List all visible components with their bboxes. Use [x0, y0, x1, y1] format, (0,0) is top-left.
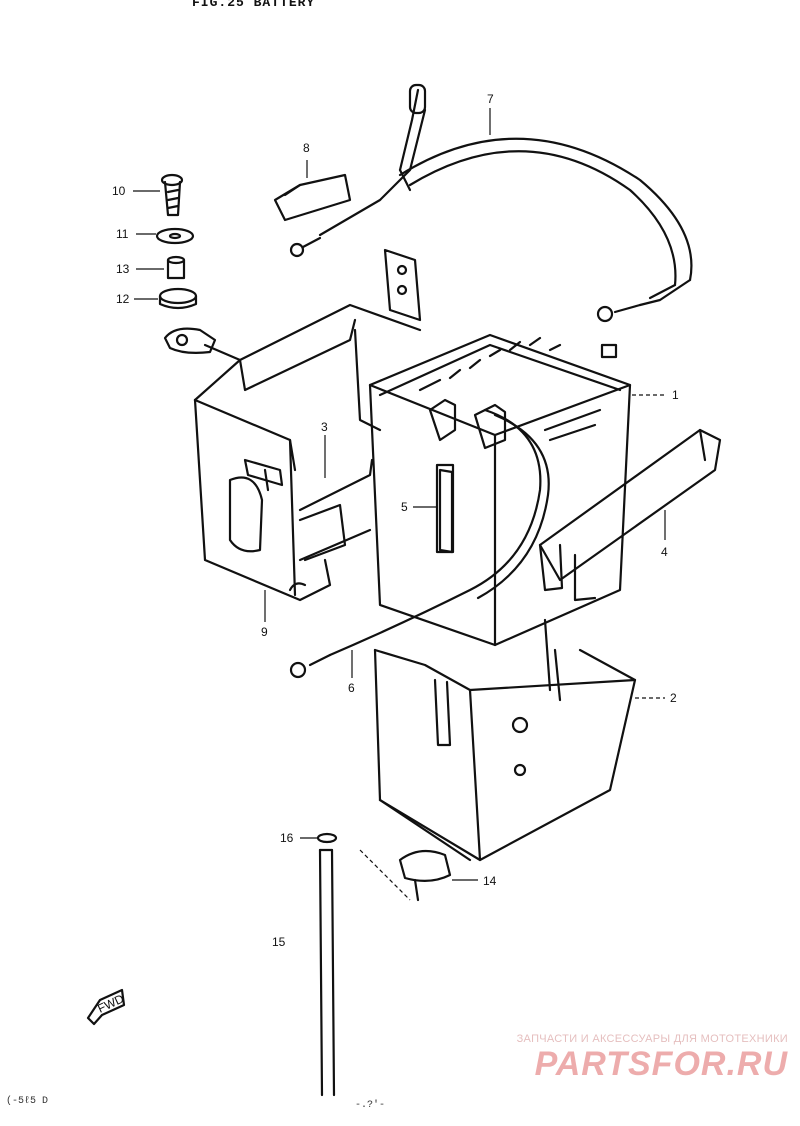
tube-short [435, 463, 455, 554]
bottom-cushion [398, 849, 452, 902]
callout-10: 10 [112, 184, 126, 198]
callout-1: 1 [672, 388, 679, 402]
callout-7: 7 [487, 92, 494, 106]
callout-9: 9 [261, 625, 268, 639]
callout-11: 11 [116, 227, 129, 241]
callout-3: 3 [321, 420, 328, 434]
bolt [160, 173, 184, 217]
callout-4: 4 [661, 545, 668, 559]
positive-lead [289, 83, 693, 323]
watermark: ЗАПЧАСТИ И АКСЕССУАРЫ ДЛЯ МОТОТЕХНИКИ PA… [517, 1033, 788, 1083]
breather-hose [318, 848, 336, 1097]
footer-page-mark: -.?'- [355, 1100, 386, 1111]
callout-12: 12 [116, 292, 130, 306]
terminal-cover [273, 173, 352, 222]
battery-tray [373, 618, 637, 862]
forward-arrow-icon [86, 988, 126, 1026]
callout-14: 14 [483, 874, 497, 888]
washer [155, 227, 195, 245]
watermark-brand: PARTSFOR.RU [534, 1045, 788, 1083]
negative-lead [289, 408, 550, 679]
footer-code: (-5ℓ5 D [6, 1096, 49, 1107]
callout-13: 13 [116, 262, 130, 276]
cushion [158, 287, 198, 310]
leader-14b [359, 849, 411, 901]
collar [166, 255, 186, 280]
callout-15: 15 [272, 935, 286, 949]
callout-2: 2 [670, 691, 677, 705]
figure-title: FIG.25 BATTERY [192, 0, 316, 10]
watermark-tagline: ЗАПЧАСТИ И АКСЕССУАРЫ ДЛЯ МОТОТЕХНИКИ [516, 1033, 788, 1045]
battery [368, 333, 632, 647]
leader-lines [133, 108, 666, 901]
callout-8: 8 [303, 141, 310, 155]
callout-16: 16 [280, 831, 294, 845]
hose-clamp [316, 832, 338, 844]
battery-holder-bracket [163, 248, 422, 602]
callout-5: 5 [401, 500, 408, 514]
battery-strap [538, 428, 722, 602]
callout-6: 6 [348, 681, 355, 695]
